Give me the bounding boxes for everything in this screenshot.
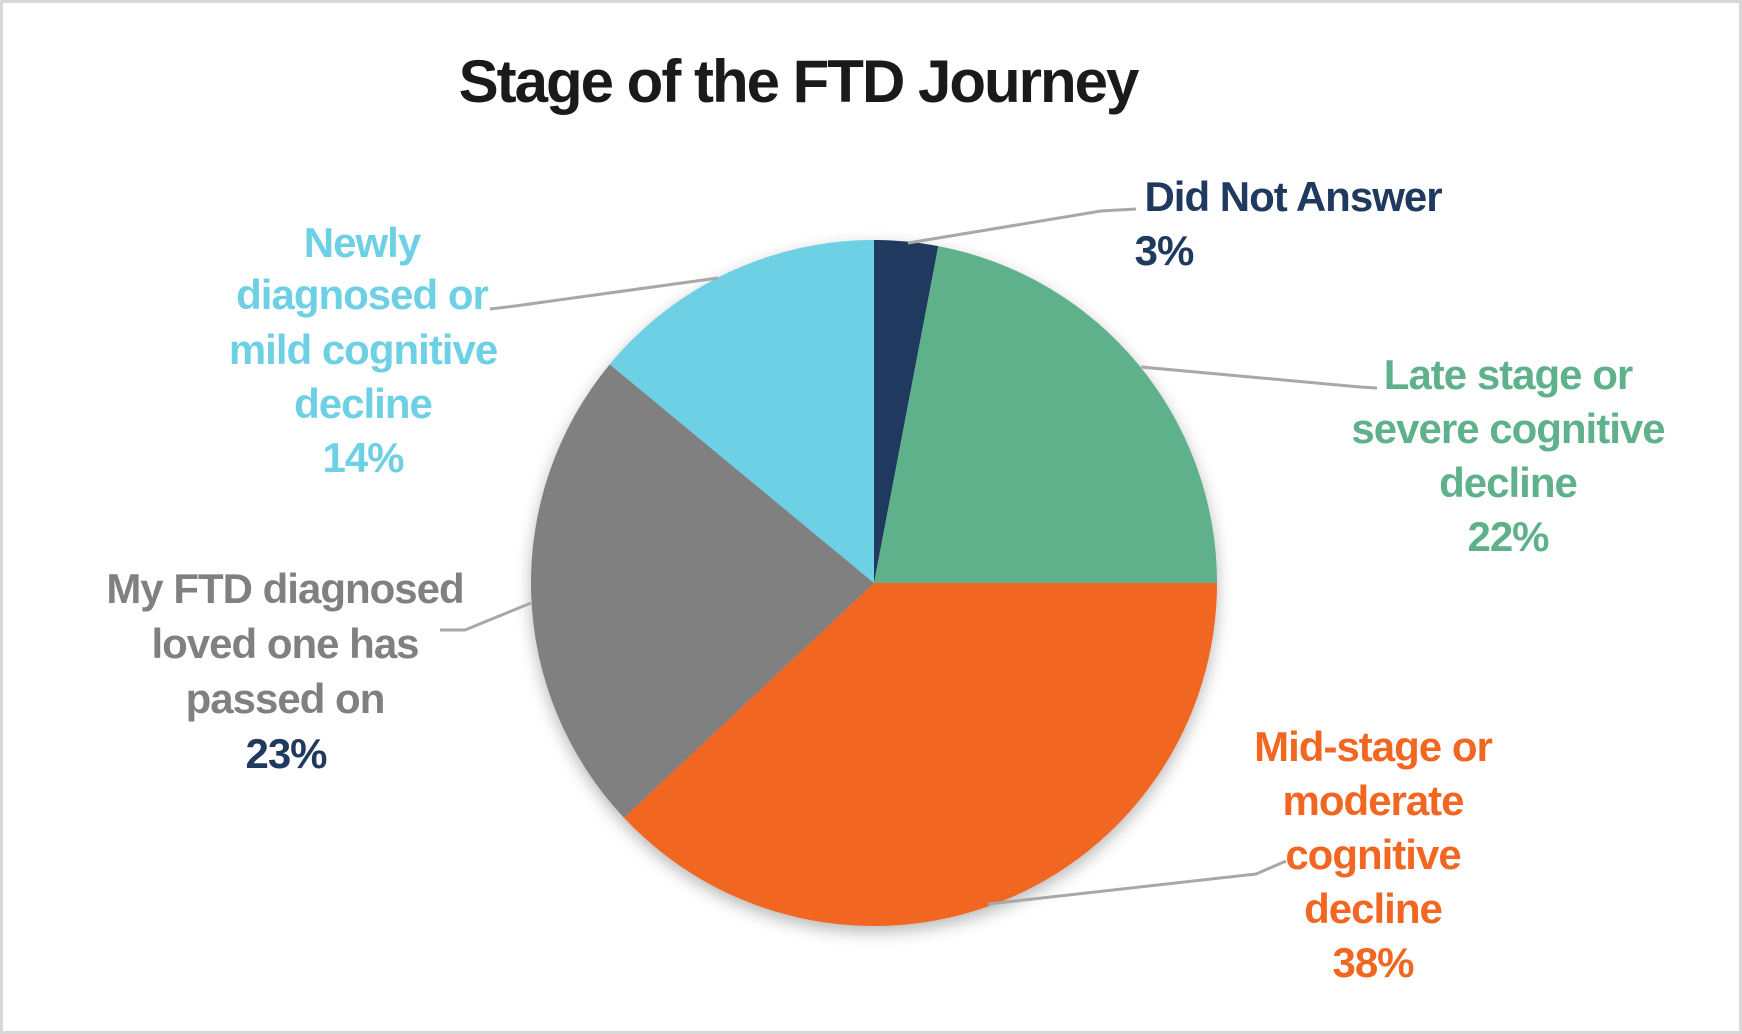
callout-newly-diagnosed-line-5: 14% [322,434,404,481]
leader-line-did-not-answer [907,207,1137,245]
leader-line-newly-diagnosed [489,276,719,311]
callout-mid-stage-line-5: 38% [1332,939,1414,986]
pie-slice-newly-diagnosed [609,239,874,583]
callout-late-stage-line-3: decline [1439,459,1578,506]
callout-did-not-answer-line-2: 3% [1134,227,1195,274]
callout-newly-diagnosed-line-3: mild cognitive [228,326,498,373]
leader-line-passed-on [440,601,532,632]
callout-did-not-answer-line-1: Did Not Answer [1144,173,1442,220]
pie-chart [440,207,1378,927]
callout-passed-on-line-1: My FTD diagnosed [106,565,464,612]
callout-newly-diagnosed-line-2: diagnosed or [236,271,489,318]
pie-slices-group [530,239,1218,927]
leader-line-late-stage [1140,365,1378,390]
callout-mid-stage-line-4: decline [1304,885,1443,932]
callout-late-stage-line-2: severe cognitive [1351,405,1665,452]
chart-title: Stage of the FTD Journey [458,48,1140,115]
leader-lines-group [440,207,1378,906]
pie-slice-passed-on [530,364,874,818]
pie-slice-late-stage [874,246,1217,583]
callout-newly-diagnosed-line-1: Newly [303,219,421,266]
callout-late-stage-line-1: Late stage or [1383,351,1633,398]
callout-passed-on-line-4: 23% [245,730,327,777]
pie-slice-did-not-answer [874,240,939,583]
callout-mid-stage-line-1: Mid-stage or [1254,723,1493,770]
leader-line-mid-stage [987,859,1287,906]
callout-passed-on-line-3: passed on [185,675,386,722]
callout-late-stage-line-4: 22% [1467,513,1549,560]
pie-slice-mid-stage [623,583,1218,927]
callout-passed-on-line-2: loved one has [151,620,419,667]
callout-newly-diagnosed-line-4: decline [294,380,433,427]
callout-mid-stage-line-3: cognitive [1285,831,1461,878]
callout-mid-stage-line-2: moderate [1282,777,1464,824]
